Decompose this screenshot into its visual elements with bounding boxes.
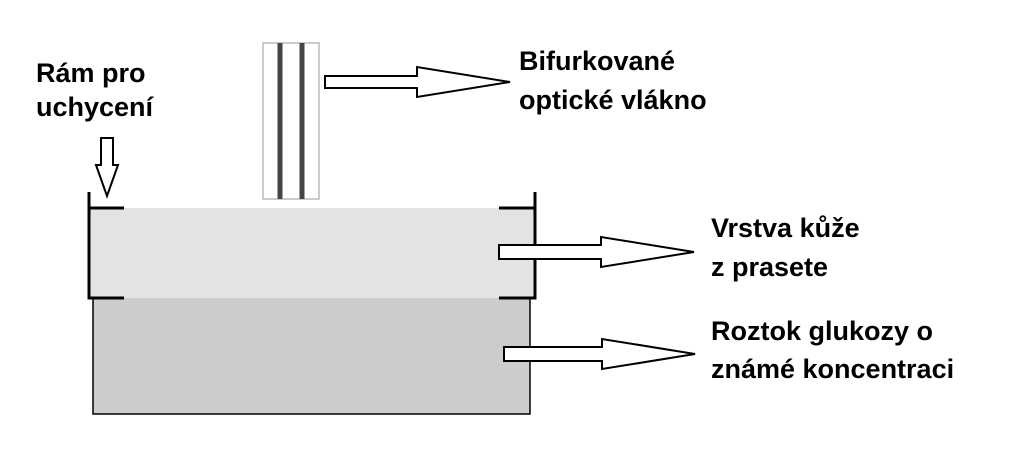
fiber-arrow — [324, 65, 511, 99]
solution-label: Roztok glukozy o známé koncentraci — [711, 316, 954, 384]
solution-label-line-2: známé koncentraci — [711, 354, 954, 384]
solution-arrow — [503, 337, 696, 371]
skin-layer — [89, 208, 535, 298]
fiber-label: Bifurkované optické vlákno — [519, 46, 707, 115]
holding-frame — [87, 192, 537, 300]
skin-arrow — [498, 235, 695, 269]
frame-right-bracket — [499, 192, 537, 300]
fiber-label-line-2: optické vlákno — [519, 85, 707, 115]
frame-label-line-1: Rám pro — [36, 58, 146, 88]
frame-label-line-2: uchycení — [36, 92, 155, 122]
fiber-sheath — [262, 42, 320, 200]
glucose-solution — [92, 295, 531, 415]
skin-label-line-2: z prasete — [711, 252, 828, 282]
optical-fiber — [262, 42, 320, 200]
solution-label-line-1: Roztok glukozy o — [711, 316, 933, 346]
skin-label: Vrstva kůže z prasete — [711, 213, 867, 282]
fiber-label-line-1: Bifurkované — [519, 46, 675, 76]
frame-down-arrow — [94, 137, 120, 199]
skin-label-line-1: Vrstva kůže — [711, 213, 860, 243]
frame-left-bracket — [87, 192, 124, 300]
frame-label: Rám pro uchycení — [36, 58, 155, 122]
